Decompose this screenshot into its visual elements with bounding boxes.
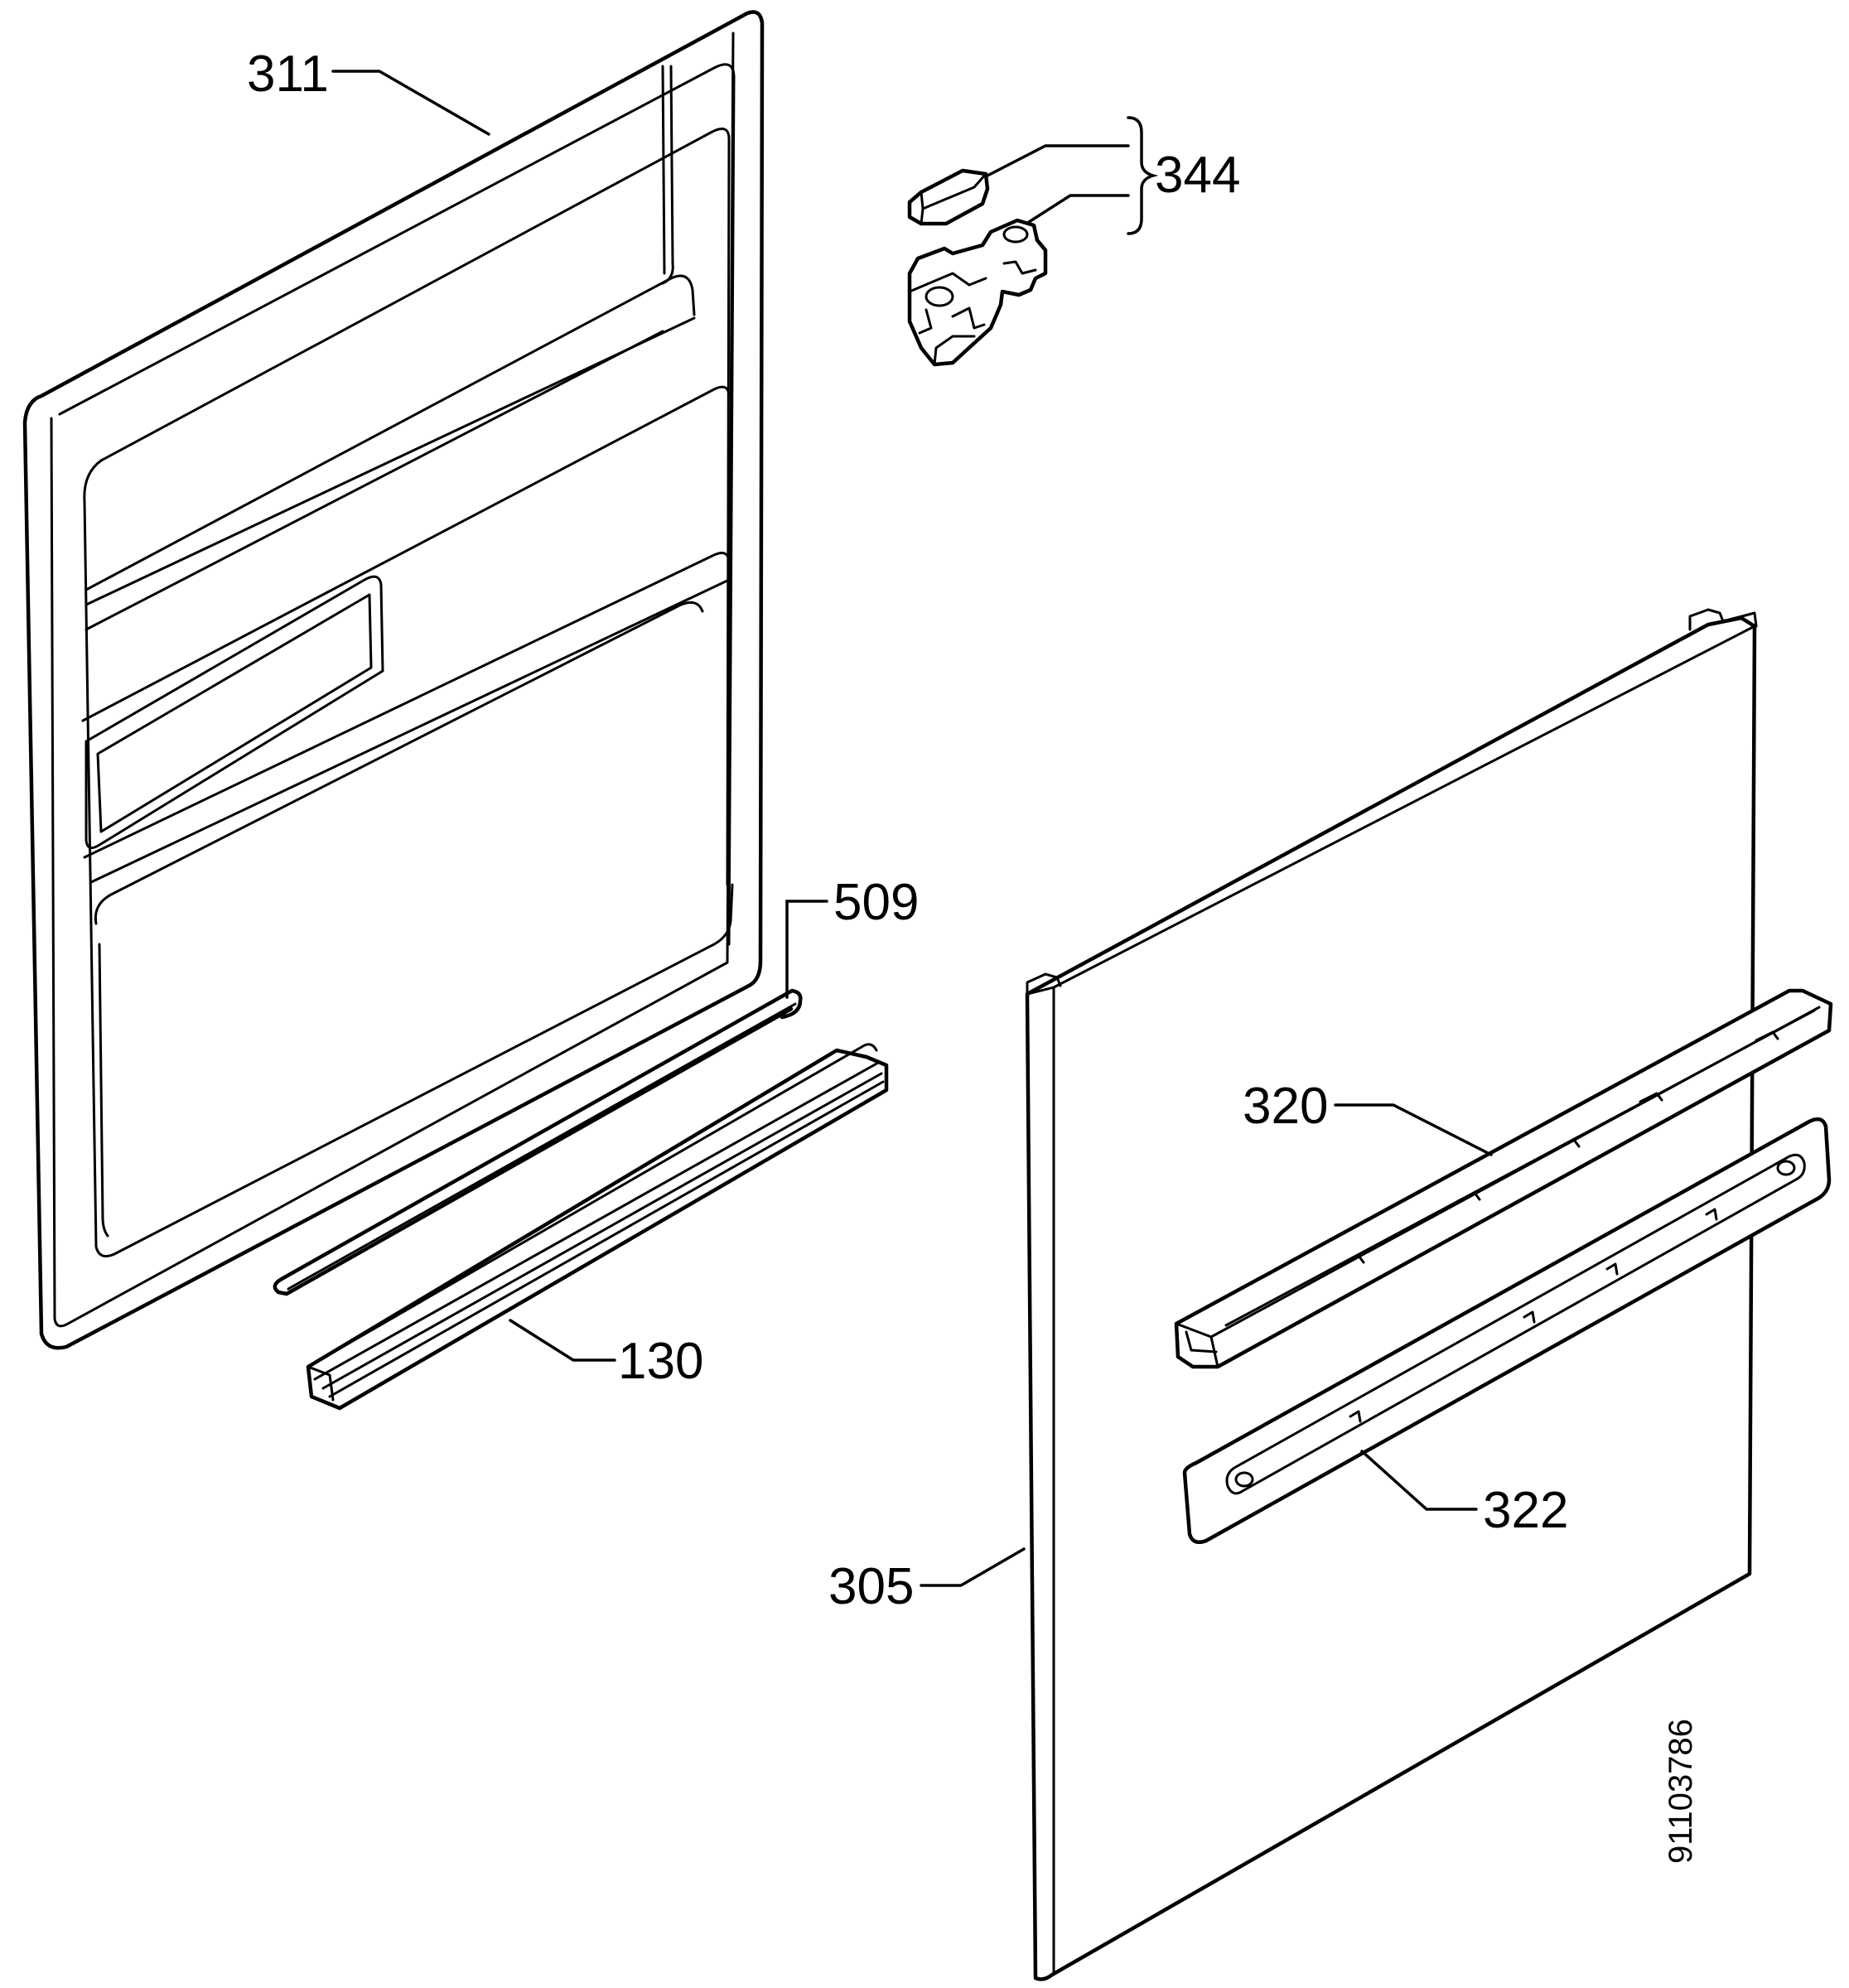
leader-130	[509, 1319, 616, 1362]
leader-344-top	[986, 144, 1130, 177]
upper-handle-strip[interactable]	[1174, 988, 1833, 1369]
callout-322: 322	[1483, 1482, 1568, 1539]
callout-130: 130	[618, 1333, 703, 1390]
door-bottom-seal[interactable]	[306, 1043, 889, 1411]
lower-handle-strip[interactable]	[1182, 1117, 1832, 1544]
callout-344: 344	[1155, 147, 1240, 204]
document-number: 91103786	[1663, 1719, 1699, 1864]
callout-305: 305	[828, 1558, 914, 1615]
callout-320: 320	[1243, 1078, 1328, 1135]
leader-311	[331, 70, 490, 136]
door-latch-assembly[interactable]	[907, 168, 1048, 367]
brace-344	[1127, 116, 1159, 235]
inner-door-panel[interactable]	[22, 10, 765, 1350]
callout-509: 509	[833, 874, 919, 931]
leader-320	[1334, 1103, 1493, 1156]
wire-rod[interactable]	[273, 988, 803, 1296]
outer-door-panel[interactable]	[1025, 608, 1758, 1981]
leader-344-bottom	[1027, 194, 1130, 224]
leader-305	[920, 1547, 1026, 1587]
leader-lines	[331, 70, 1493, 1587]
callout-labels: 311 344 509 130 320 322 305	[247, 46, 1568, 1615]
leader-509	[785, 900, 828, 999]
leader-322	[1360, 1450, 1478, 1511]
callout-311: 311	[247, 46, 329, 103]
